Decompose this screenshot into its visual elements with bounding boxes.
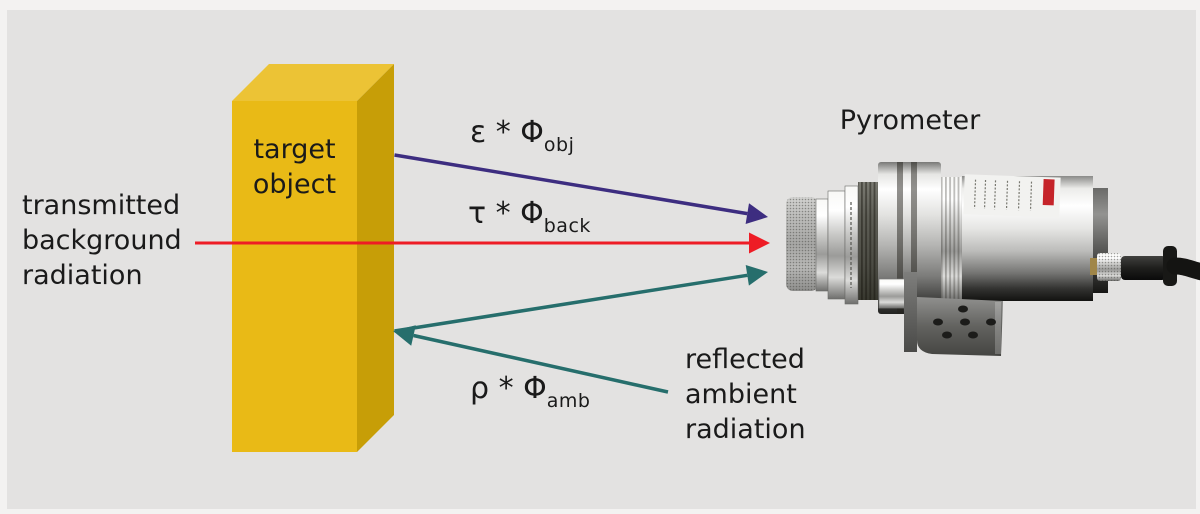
box-front-face: [232, 101, 357, 452]
emitted-radiation-arrow: [394, 153, 768, 224]
reflected-to-pyrometer-line: [394, 273, 748, 333]
cable: [1166, 257, 1200, 281]
reflected-flux-subscript: amb: [546, 390, 591, 412]
transmitted-flux-main: τ * Φ: [468, 196, 544, 231]
box-side-face: [357, 64, 394, 452]
pyrometer-label: Pyrometer: [839, 105, 981, 136]
emitted-arrow-line: [394, 153, 748, 216]
reflected-ambient-radiation-label: reflected ambient radiation: [685, 344, 806, 445]
bracket-holes: [933, 305, 996, 339]
transmitted-background-radiation-label: transmitted background radiation: [22, 190, 182, 291]
pyrometer-type-label: [963, 174, 1061, 218]
pyrometer-collar-groove-1: [897, 162, 903, 314]
reflected-radiation-arrows: [393, 265, 768, 394]
pyrometer-thread-body-texture: [941, 177, 965, 301]
emitted-flux-subscript: obj: [543, 134, 575, 156]
bracket-fold-highlight: [995, 302, 1001, 354]
incoming-ambient-line: [413, 333, 669, 394]
type-label-logo: [1042, 179, 1055, 206]
reflected-arrowhead-icon: [745, 265, 768, 286]
type-label-background: [963, 174, 1061, 218]
pyrometer-ring-1: [815, 198, 829, 292]
pyrometer-collar: [878, 162, 941, 314]
transmitted-flux-subscript: back: [543, 215, 591, 237]
emitted-flux-formula: ε * Φobj: [470, 116, 574, 162]
target-object-box: [232, 64, 394, 452]
connector-brass-pin: [1090, 258, 1098, 275]
bracket-foot: [917, 297, 1003, 356]
bracket-arm: [904, 272, 917, 352]
target-object-label: target object: [252, 134, 337, 200]
type-label-text-marks: [973, 179, 1033, 211]
reflected-flux-main: ρ * Φ: [470, 371, 547, 406]
pyrometer-thread-front-texture: [858, 182, 880, 300]
pyrometer-ring-2: [827, 190, 846, 300]
box-top-face: [232, 64, 394, 101]
pyrometer-lens-cap-knurl: [786, 197, 818, 291]
bracket-clamp: [878, 278, 906, 309]
emitted-flux-main: ε * Φ: [470, 115, 544, 150]
pyrometer-image: [786, 162, 1200, 356]
connector-nut-knurl: [1097, 253, 1121, 281]
emitted-arrowhead-icon: [745, 203, 768, 224]
transmitted-radiation-arrow: [195, 232, 770, 254]
cable-connector: [1121, 256, 1166, 280]
transmitted-flux-formula: τ * Φback: [468, 197, 591, 243]
transmitted-arrowhead-icon: [749, 232, 770, 254]
pyrometer-collar-groove-2: [911, 162, 917, 314]
reflected-flux-formula: ρ * Φamb: [470, 372, 590, 418]
